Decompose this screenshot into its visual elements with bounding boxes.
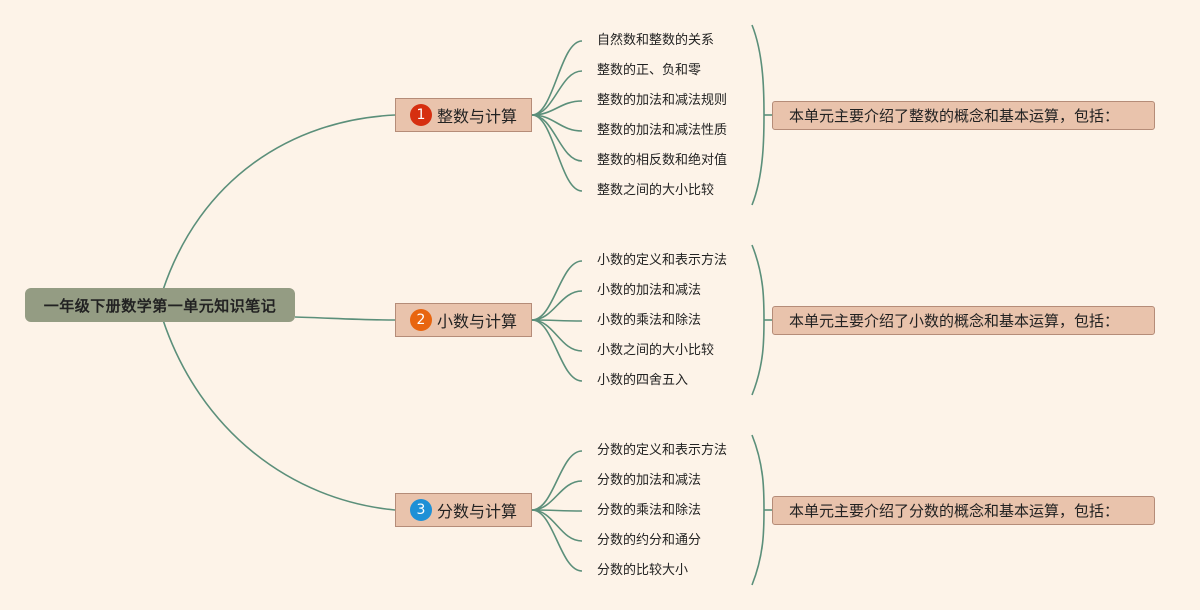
leaf-item[interactable]: 整数的相反数和绝对值 — [597, 153, 728, 168]
leaf-item[interactable]: 整数之间的大小比较 — [597, 183, 715, 198]
number-badge-icon: 3 — [410, 499, 432, 521]
connector-leaf-2-4 — [531, 509, 583, 572]
leaf-item[interactable]: 整数的加法和减法规则 — [597, 93, 728, 108]
root-node[interactable]: 一年级下册数学第一单元知识笔记 — [25, 288, 295, 322]
connector-leaf-0-5 — [531, 114, 583, 192]
branch-node-integers[interactable]: 1 整数与计算 — [395, 98, 532, 132]
leaf-item[interactable]: 分数的约分和通分 — [597, 533, 702, 548]
connector-leaf-1-3 — [531, 319, 583, 352]
number-badge-icon: 1 — [410, 104, 432, 126]
connector-leaf-2-1 — [531, 480, 583, 511]
connector-leaf-2-3 — [531, 509, 583, 542]
bracket-0 — [751, 24, 765, 206]
leaf-item[interactable]: 分数的加法和减法 — [597, 473, 702, 488]
leaf-item[interactable]: 小数的加法和减法 — [597, 283, 702, 298]
leaf-item[interactable]: 小数之间的大小比较 — [597, 343, 715, 358]
summary-node-integers[interactable]: 本单元主要介绍了整数的概念和基本运算，包括： — [772, 101, 1155, 130]
leaf-item[interactable]: 自然数和整数的关系 — [597, 33, 715, 48]
connector-leaf-0-1 — [531, 70, 583, 116]
connector-root-branch1 — [162, 114, 396, 291]
branch-node-decimals[interactable]: 2 小数与计算 — [395, 303, 532, 337]
leaf-item[interactable]: 分数的比较大小 — [597, 563, 689, 578]
leaf-item[interactable]: 小数的定义和表示方法 — [597, 253, 728, 268]
connector-leaf-1-1 — [531, 290, 583, 321]
connector-leaf-1-0 — [531, 260, 583, 321]
summary-node-fractions[interactable]: 本单元主要介绍了分数的概念和基本运算，包括： — [772, 496, 1155, 525]
leaf-item[interactable]: 整数的正、负和零 — [597, 63, 702, 78]
leaf-item[interactable]: 整数的加法和减法性质 — [597, 123, 728, 138]
branch-label: 小数与计算 — [437, 312, 518, 331]
leaf-item[interactable]: 分数的定义和表示方法 — [597, 443, 728, 458]
connector-root-branch2 — [294, 316, 396, 321]
bracket-2 — [751, 434, 765, 586]
leaf-item[interactable]: 小数的乘法和除法 — [597, 313, 702, 328]
leaf-item[interactable]: 小数的四舍五入 — [597, 373, 689, 388]
summary-node-decimals[interactable]: 本单元主要介绍了小数的概念和基本运算，包括： — [772, 306, 1155, 335]
connector-leaf-2-0 — [531, 450, 583, 511]
branch-label: 整数与计算 — [437, 107, 518, 126]
connector-leaf-0-0 — [531, 40, 583, 116]
branch-node-fractions[interactable]: 3 分数与计算 — [395, 493, 532, 527]
connector-root-branch3 — [162, 319, 396, 511]
connector-leaf-1-4 — [531, 319, 583, 382]
leaf-item[interactable]: 分数的乘法和除法 — [597, 503, 702, 518]
bracket-1 — [751, 244, 765, 396]
branch-label: 分数与计算 — [437, 502, 518, 521]
number-badge-icon: 2 — [410, 309, 432, 331]
